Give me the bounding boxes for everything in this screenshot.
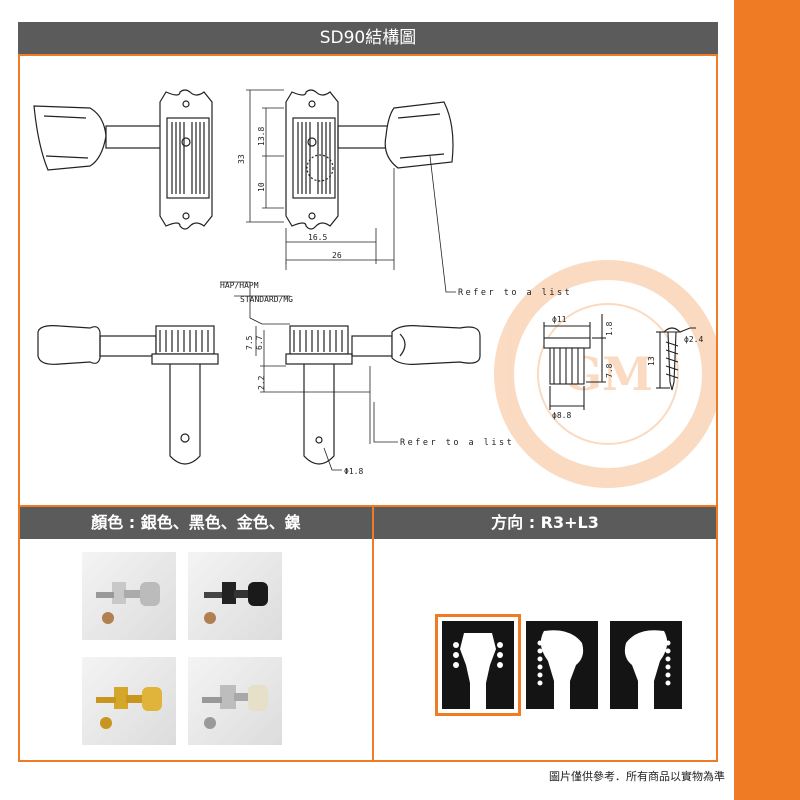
nickel-tuner-photo (188, 657, 282, 745)
tuner-technical-drawing: GM (33, 89, 716, 488)
silver-tuner-photo (82, 552, 176, 640)
dim-phi-1-8-hole: Φ1.8 (344, 467, 363, 476)
dim-26: 26 (332, 251, 342, 260)
colors-heading: 顏色 : 銀色、黑色、金色、鎳 (20, 507, 372, 539)
tuner-front-view-right (285, 89, 454, 230)
black-tuner-photo (188, 552, 282, 640)
refer-label-top: Refer to a list (458, 288, 572, 298)
headstock-6-inline-right-icon[interactable] (526, 621, 598, 709)
dim-33: 33 (237, 154, 246, 164)
colors-panel: 顏色 : 銀色、黑色、金色、鎳 (18, 507, 372, 762)
gold-tuner-photo (82, 657, 176, 745)
tuner-front-view-left (33, 89, 213, 230)
tuner-side-view-right (285, 325, 481, 465)
structure-diagram-panel: GM (18, 54, 718, 507)
headstock-3x3-icon[interactable] (435, 614, 521, 716)
dimension-lines-bottom (220, 281, 398, 471)
footer-disclaimer: 圖片僅供參考．所有商品以實物為準 (549, 770, 725, 783)
dim-7-8: 7.8 (605, 363, 614, 378)
page-title: SD90結構圖 (18, 22, 718, 54)
dim-phi-11: ϕ11 (552, 315, 567, 324)
label-hap-hapm: HAP/HAPM (220, 281, 259, 290)
label-standard-mg: STANDARD/MG (240, 295, 293, 304)
headstock-6-inline-left-icon[interactable] (610, 621, 682, 709)
tuner-side-view-left (37, 325, 219, 465)
direction-panel: 方向 : R3+L3 (372, 507, 718, 762)
dim-13: 13 (647, 356, 656, 366)
dim-7-5: 7.5 (245, 335, 254, 350)
dimension-lines-top (246, 89, 456, 293)
dim-phi-2-4: ϕ2.4 (684, 335, 703, 344)
screw-drawing (656, 327, 696, 391)
refer-label-bottom: Refer to a list (400, 438, 514, 448)
side-accent-bar (734, 0, 800, 800)
dim-13-8: 13.8 (257, 127, 266, 146)
dim-phi-8-8: ϕ8.8 (552, 411, 571, 420)
dim-16-5: 16.5 (308, 233, 327, 242)
bushing-drawing (543, 314, 606, 410)
dim-1-8: 1.8 (605, 321, 614, 336)
dim-2-2: 2.2 (257, 375, 266, 390)
dim-10: 10 (257, 182, 266, 192)
direction-heading: 方向 : R3+L3 (374, 507, 716, 539)
dim-6-7: 6.7 (255, 335, 264, 350)
